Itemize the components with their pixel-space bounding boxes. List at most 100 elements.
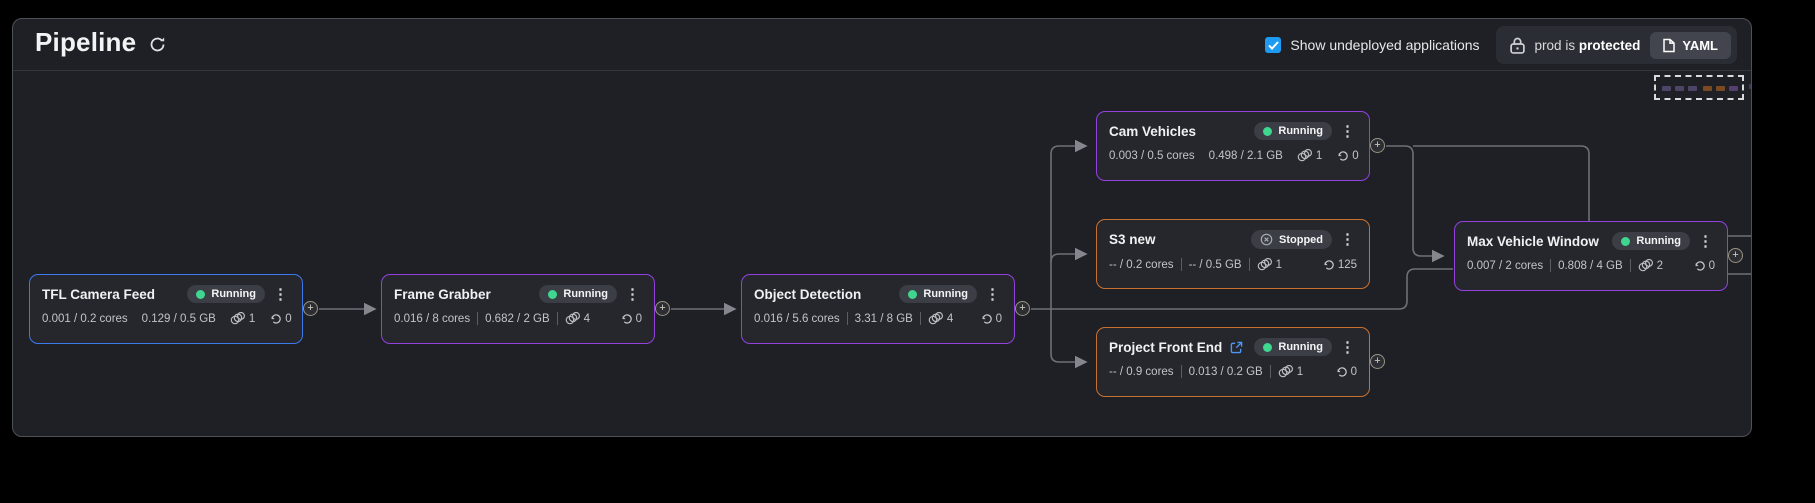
kebab-menu-icon[interactable]: ⋮	[1340, 338, 1355, 356]
minimap-viewport[interactable]	[1654, 75, 1744, 100]
restarts-icon	[622, 313, 632, 324]
restart-count: 0	[620, 313, 642, 325]
replica-count: 1	[230, 312, 255, 325]
status-badge: Stopped	[1251, 230, 1332, 249]
divider	[1550, 259, 1552, 272]
minimap-node	[1729, 86, 1738, 91]
pipeline-node-frame-grabber[interactable]: Frame Grabber Running ⋮ 0.016 / 8 cores …	[381, 274, 655, 344]
minimap-node	[1716, 86, 1725, 91]
cpu-usage: -- / 0.9 cores	[1109, 365, 1174, 378]
minimap-node	[1703, 86, 1712, 91]
status-label: Running	[923, 288, 968, 300]
status-label: Running	[563, 288, 608, 300]
node-title: TFL Camera Feed	[42, 286, 156, 302]
add-connection-port[interactable]: +	[303, 301, 318, 316]
cpu-usage: 0.001 / 0.2 cores	[42, 312, 128, 325]
pipeline-node-project-front-end[interactable]: Project Front End Running ⋮ -- / 0.9 cor…	[1096, 327, 1370, 397]
divider	[919, 312, 921, 325]
restart-count: 0	[980, 313, 1002, 325]
minimap-node	[1688, 86, 1697, 91]
kebab-menu-icon[interactable]: ⋮	[1340, 231, 1355, 248]
yaml-button-label: YAML	[1682, 37, 1718, 53]
status-label: Running	[1278, 341, 1323, 353]
divider	[1180, 258, 1182, 271]
cpu-usage: 0.003 / 0.5 cores	[1109, 149, 1195, 162]
restart-count: 0	[1336, 150, 1359, 162]
status-badge: Running	[1254, 338, 1332, 356]
pipeline-edges	[319, 139, 1751, 369]
replicas-icon	[1257, 258, 1272, 271]
add-connection-port[interactable]: +	[655, 301, 670, 316]
pipeline-node-cam-vehicles[interactable]: Cam Vehicles Running ⋮ 0.003 / 0.5 cores…	[1096, 111, 1370, 181]
replica-count: 4	[565, 312, 590, 325]
yaml-button[interactable]: YAML	[1650, 31, 1731, 59]
running-dot-icon	[1263, 126, 1273, 136]
restarts-icon	[1338, 150, 1349, 161]
replica-count: 2	[1638, 259, 1663, 272]
minimap-node	[1749, 84, 1751, 89]
restarts-icon	[1337, 366, 1347, 377]
memory-usage: 3.31 / 8 GB	[854, 312, 913, 325]
node-title: Cam Vehicles	[1109, 123, 1197, 139]
pipeline-node-s3-new[interactable]: S3 new Stopped ⋮ -- / 0.2 cores -- / 0.5…	[1096, 219, 1370, 289]
status-badge: Running	[539, 285, 617, 303]
divider	[1180, 365, 1182, 378]
replica-count: 4	[928, 312, 953, 325]
status-label: Running	[1278, 125, 1323, 137]
add-connection-port[interactable]: +	[1370, 354, 1385, 369]
memory-usage: -- / 0.5 GB	[1188, 258, 1242, 271]
external-link-icon[interactable]	[1230, 341, 1243, 354]
node-title: S3 new	[1109, 232, 1156, 247]
add-connection-port[interactable]: +	[1370, 138, 1385, 153]
pipeline-panel: Pipeline Show undeployed applications	[12, 18, 1752, 437]
kebab-menu-icon[interactable]: ⋮	[625, 285, 640, 303]
replica-count: 1	[1257, 258, 1282, 271]
restarts-icon	[271, 313, 282, 324]
replica-count: 1	[1297, 149, 1322, 162]
replica-count: 1	[1278, 365, 1303, 378]
divider	[846, 312, 848, 325]
kebab-menu-icon[interactable]: ⋮	[273, 285, 288, 303]
status-badge: Running	[1254, 122, 1332, 140]
memory-usage: 0.129 / 0.5 GB	[141, 312, 216, 325]
replicas-icon	[1297, 149, 1312, 162]
cpu-usage: -- / 0.2 cores	[1109, 258, 1174, 271]
minimap-node	[1675, 86, 1684, 91]
replicas-icon	[1278, 365, 1293, 378]
node-title: Project Front End	[1109, 339, 1223, 355]
replicas-icon	[928, 312, 943, 325]
memory-usage: 0.808 / 4 GB	[1558, 259, 1623, 272]
refresh-icon[interactable]	[148, 35, 167, 54]
status-label: Stopped	[1279, 233, 1323, 246]
running-dot-icon	[1263, 342, 1273, 352]
show-undeployed-toggle[interactable]: Show undeployed applications	[1265, 37, 1480, 53]
status-label: Running	[1636, 235, 1681, 247]
divider	[556, 312, 558, 325]
add-connection-port[interactable]: +	[1015, 301, 1030, 316]
pipeline-node-object-detection[interactable]: Object Detection Running ⋮ 0.016 / 5.6 c…	[741, 274, 1015, 344]
replicas-icon	[1638, 259, 1653, 272]
status-badge: Running	[1612, 232, 1690, 250]
running-dot-icon	[1621, 236, 1631, 246]
pipeline-node-tfl-camera-feed[interactable]: TFL Camera Feed Running ⋮ 0.001 / 0.2 co…	[29, 274, 303, 344]
node-title: Max Vehicle Window	[1467, 233, 1599, 249]
running-dot-icon	[908, 289, 918, 299]
kebab-menu-icon[interactable]: ⋮	[1340, 122, 1355, 140]
kebab-menu-icon[interactable]: ⋮	[985, 285, 1000, 303]
protected-indicator: prod is protected YAML	[1495, 26, 1737, 64]
node-title: Object Detection	[754, 286, 862, 302]
restarts-icon	[1695, 260, 1705, 271]
add-connection-port[interactable]: +	[1728, 248, 1743, 263]
checkbox-checked-icon[interactable]	[1265, 37, 1282, 53]
show-undeployed-label: Show undeployed applications	[1290, 37, 1480, 53]
lock-icon	[1509, 37, 1525, 54]
divider	[1248, 258, 1250, 271]
kebab-menu-icon[interactable]: ⋮	[1698, 232, 1713, 250]
pipeline-node-max-vehicle-window[interactable]: Max Vehicle Window Running ⋮ 0.007 / 2 c…	[1454, 221, 1728, 291]
stopped-icon	[1260, 233, 1273, 246]
restart-count: 0	[269, 313, 292, 325]
memory-usage: 0.013 / 0.2 GB	[1188, 365, 1263, 378]
restarts-icon	[1324, 259, 1334, 270]
restart-count: 125	[1322, 259, 1357, 271]
node-title: Frame Grabber	[394, 286, 491, 302]
